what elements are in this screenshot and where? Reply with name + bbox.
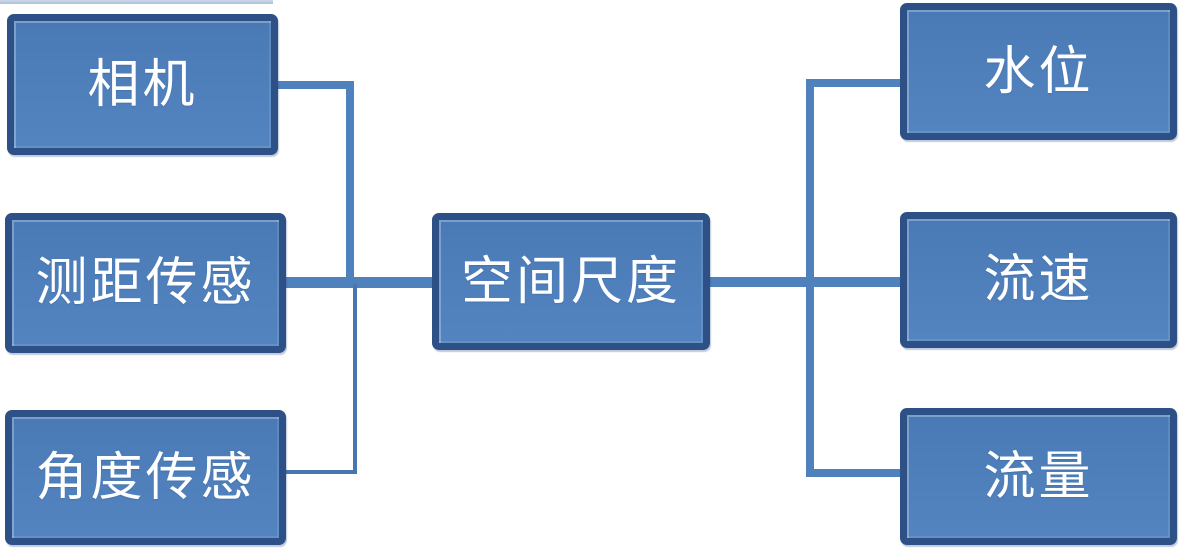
node-water-level: 水位	[900, 3, 1177, 140]
node-camera-label: 相机	[87, 54, 198, 115]
connector-camera-vertical	[346, 81, 354, 284]
node-camera: 相机	[7, 14, 278, 155]
connector-distance-to-center	[284, 277, 434, 288]
connector-angle-vertical	[353, 284, 357, 474]
node-spatial-scale-label: 空间尺度	[460, 251, 681, 312]
node-angle-sensor: 角度传感	[5, 410, 286, 545]
connector-camera-horizontal	[276, 81, 352, 89]
connector-to-flow-rate	[812, 469, 902, 477]
node-distance-sensor: 测距传感	[5, 213, 286, 353]
connector-center-to-velocity	[708, 277, 902, 287]
node-distance-sensor-label: 测距传感	[35, 253, 256, 313]
connector-to-water-level	[812, 79, 902, 87]
node-water-level-label: 水位	[983, 41, 1094, 102]
node-flow-rate-label: 流量	[983, 446, 1094, 507]
node-flow-velocity: 流速	[900, 212, 1177, 348]
node-angle-sensor-label: 角度传感	[35, 447, 256, 508]
cropped-shape-strip	[0, 0, 273, 4]
connector-angle-horizontal	[284, 470, 355, 474]
node-flow-rate: 流量	[900, 408, 1177, 545]
node-flow-velocity-label: 流速	[983, 250, 1094, 310]
node-spatial-scale: 空间尺度	[432, 213, 710, 350]
